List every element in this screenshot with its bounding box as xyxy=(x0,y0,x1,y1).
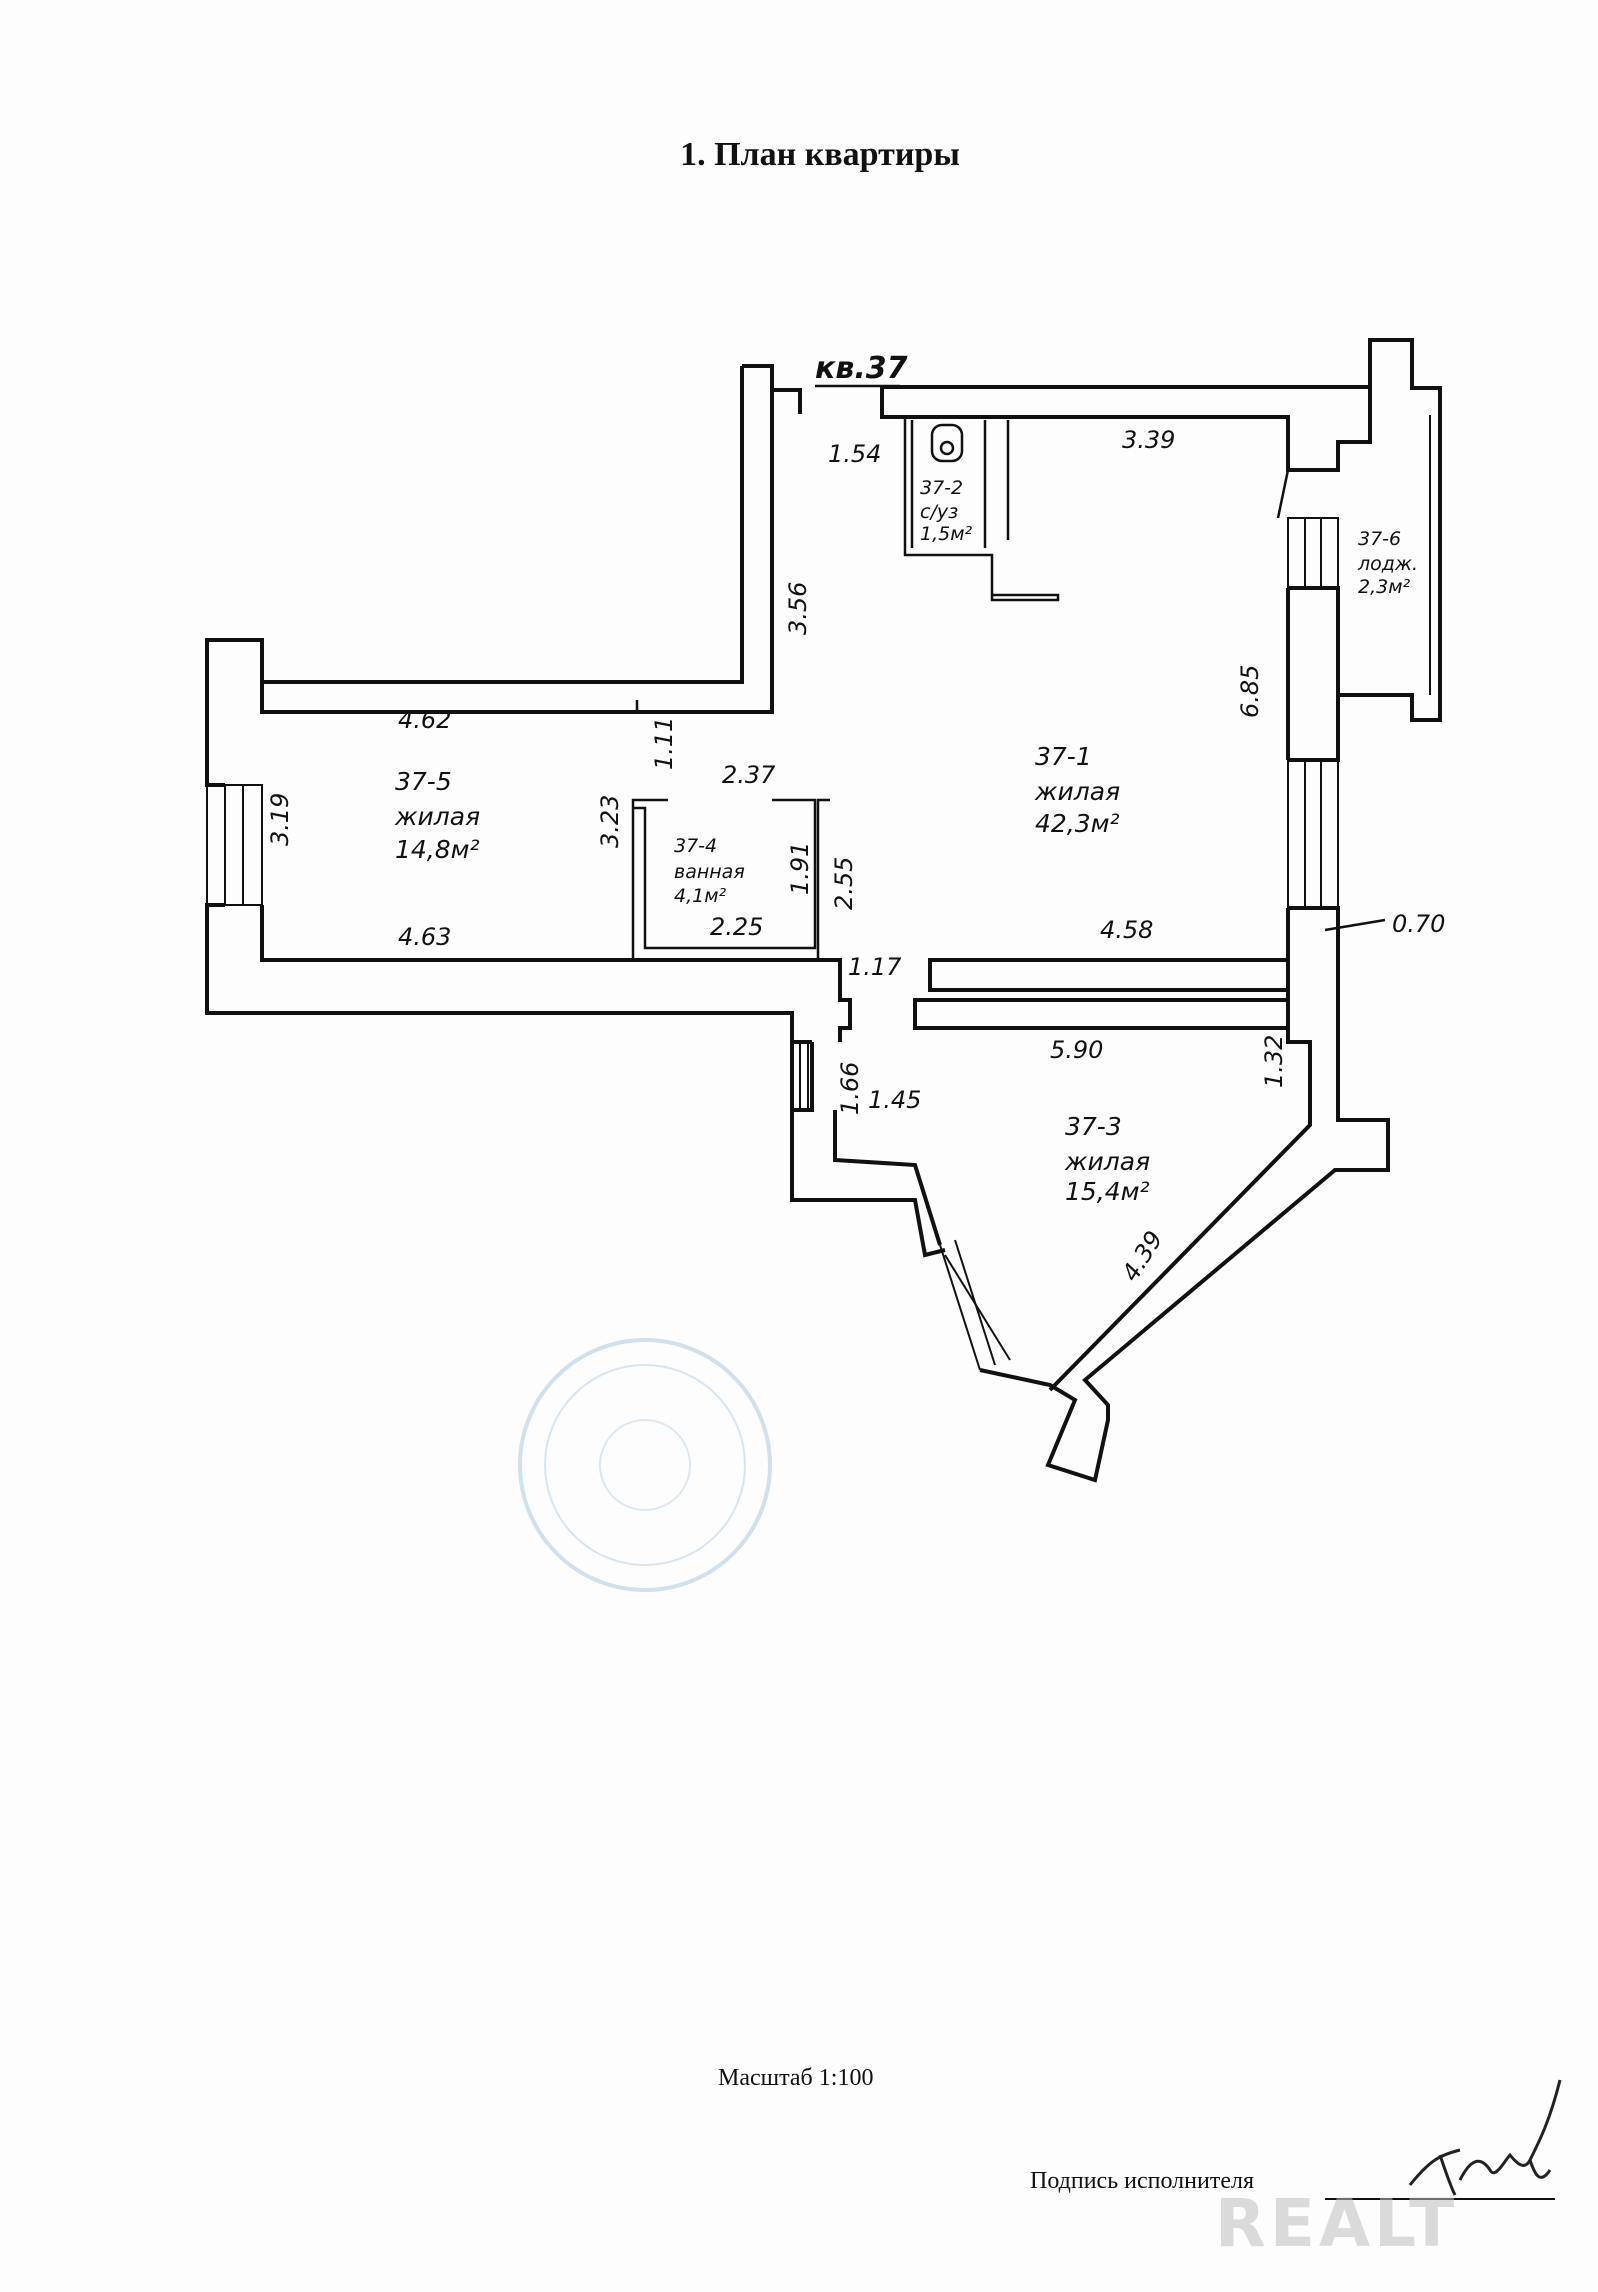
room-37-6: 37-6 лодж. 2,3м² xyxy=(1357,528,1418,598)
wall-top xyxy=(880,338,1442,762)
dim-4-58: 4.58 xyxy=(1100,916,1153,944)
window-right-upper xyxy=(1287,517,1339,589)
dim-1-54: 1.54 xyxy=(828,440,881,468)
dim-3-19: 3.19 xyxy=(266,793,294,846)
wall-south-west xyxy=(790,1042,946,1258)
wall-left-room-bottom xyxy=(260,905,852,1042)
window-south xyxy=(799,1042,1011,1371)
dim-1-32: 1.32 xyxy=(1260,1035,1288,1088)
dim-3-23: 3.23 xyxy=(596,795,624,848)
dim-1-66: 1.66 xyxy=(836,1062,864,1115)
wall-right-mid xyxy=(1286,586,1340,760)
svg-text:лодж.: лодж. xyxy=(1357,553,1418,575)
scale-label: Масштаб 1:100 xyxy=(718,2065,874,2091)
wc-walls xyxy=(903,415,1060,602)
svg-text:37-5: 37-5 xyxy=(395,767,452,796)
stamp-seal xyxy=(518,1338,772,1592)
apartment-label: кв.37 xyxy=(815,351,908,386)
window-left xyxy=(206,784,263,906)
dim-2-55: 2.55 xyxy=(830,857,858,910)
dim-1-17: 1.17 xyxy=(848,953,902,981)
svg-text:37-4: 37-4 xyxy=(674,835,717,857)
dim-0-70: 0.70 xyxy=(1392,910,1445,938)
wall-hall-divider xyxy=(913,958,1290,1030)
handwritten-signature xyxy=(1408,2079,1562,2196)
svg-text:4,1м²: 4,1м² xyxy=(674,885,727,907)
room-37-1: 37-1 жилая 42,3м² xyxy=(1034,742,1120,838)
dim-6-85: 6.85 xyxy=(1236,665,1264,718)
room-37-5: 37-5 жилая 14,8м² xyxy=(394,767,480,864)
bathroom-walls xyxy=(631,798,830,962)
room-37-4: 37-4 ванная 4,1м² xyxy=(674,835,745,907)
svg-text:с/уз: с/уз xyxy=(920,501,958,523)
toilet-icon xyxy=(930,423,964,463)
watermark: REALT xyxy=(1215,2185,1459,2262)
loggia xyxy=(1429,415,1441,695)
svg-text:42,3м²: 42,3м² xyxy=(1035,809,1120,838)
svg-text:37-2: 37-2 xyxy=(920,477,963,499)
svg-text:1,5м²: 1,5м² xyxy=(920,523,973,545)
dim-3-56: 3.56 xyxy=(784,582,812,635)
dim-2-25: 2.25 xyxy=(710,913,763,941)
page-title: 1. План квартиры xyxy=(680,136,960,173)
dim-5-90: 5.90 xyxy=(1050,1036,1103,1064)
dim-4-62: 4.62 xyxy=(398,706,451,734)
dim-1-11: 1.11 xyxy=(650,717,678,770)
wall-outline-west xyxy=(205,364,812,1044)
svg-text:2,3м²: 2,3м² xyxy=(1358,576,1411,598)
dim-2-37: 2.37 xyxy=(722,761,776,789)
svg-text:37-6: 37-6 xyxy=(1358,528,1401,550)
dim-1-45: 1.45 xyxy=(868,1086,921,1114)
svg-text:жилая: жилая xyxy=(394,802,480,831)
svg-text:жилая: жилая xyxy=(1034,777,1120,806)
dim-1-91: 1.91 xyxy=(786,842,814,895)
svg-text:жилая: жилая xyxy=(1064,1147,1150,1176)
floor-plan: кв.37 37-1 жилая 42,3м² 37-2 с/уз 1,5м² … xyxy=(205,338,1445,1483)
svg-text:14,8м²: 14,8м² xyxy=(395,835,480,864)
room-37-3: 37-3 жилая 15,4м² xyxy=(1064,1112,1150,1206)
wall-right-lower xyxy=(979,906,1390,1483)
svg-text:37-3: 37-3 xyxy=(1065,1112,1122,1141)
svg-text:ванная: ванная xyxy=(674,861,745,883)
leader-070 xyxy=(1324,918,1386,932)
room-37-2: 37-2 с/уз 1,5м² xyxy=(920,477,973,545)
window-right-lower xyxy=(1287,759,1339,909)
dim-4-63: 4.63 xyxy=(398,923,451,951)
door-swing-top xyxy=(1276,469,1290,519)
svg-text:37-1: 37-1 xyxy=(1035,742,1092,771)
signature-label: Подпись исполнителя xyxy=(1030,2168,1254,2194)
signature-line xyxy=(1325,2198,1555,2200)
dim-3-39: 3.39 xyxy=(1122,426,1175,454)
svg-text:15,4м²: 15,4м² xyxy=(1065,1177,1150,1206)
